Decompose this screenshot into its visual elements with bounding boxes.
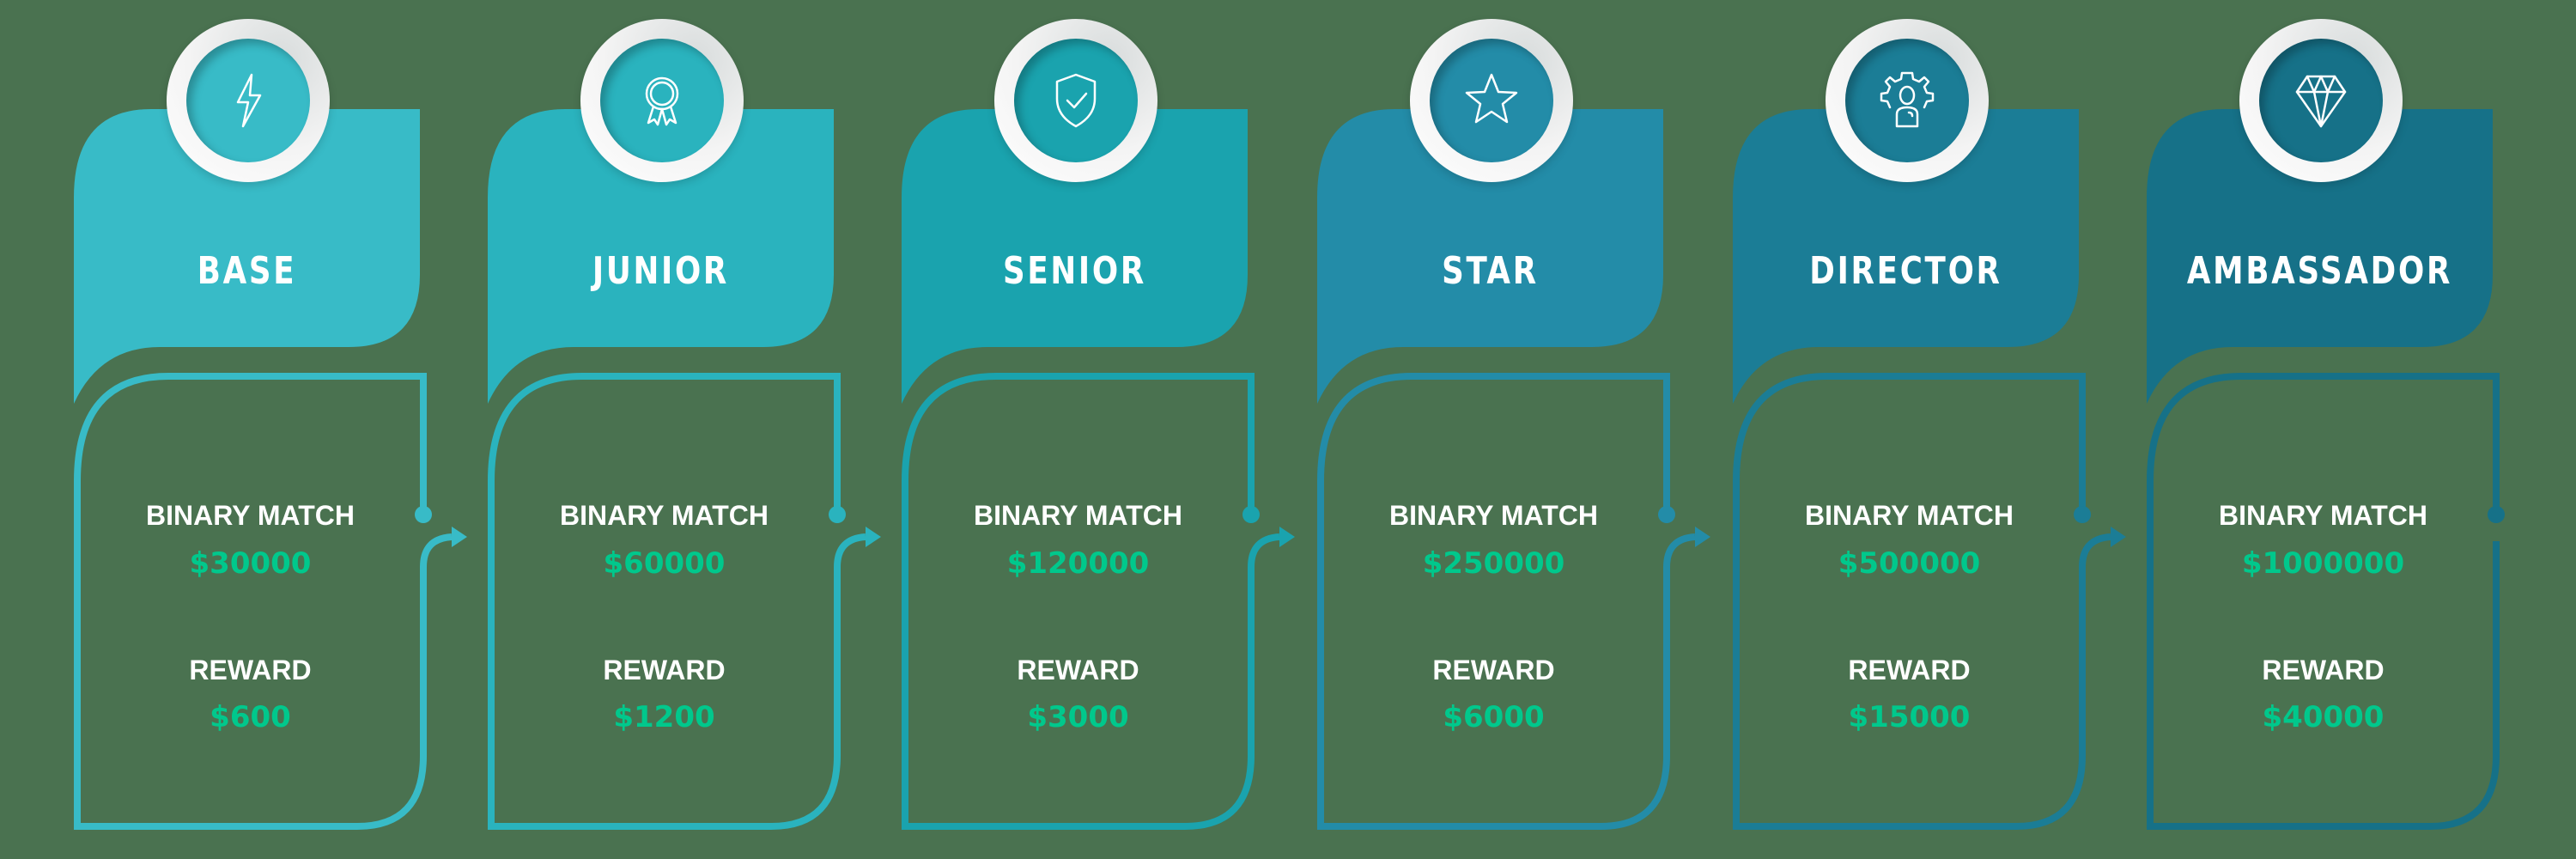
reward-label: REWARD <box>2262 655 2385 685</box>
lightning-bolt-icon <box>236 73 262 128</box>
binary-match-label: BINARY MATCH <box>560 500 769 531</box>
reward-label: REWARD <box>189 655 312 685</box>
tier-title: BASE <box>197 249 297 293</box>
tier-card-shape <box>74 109 467 830</box>
binary-match-label: BINARY MATCH <box>1389 500 1598 531</box>
tier-card-shape <box>2147 109 2505 830</box>
tier-icon-ring <box>1410 19 1573 182</box>
tier-card-base: BASE BINARY MATCH $30000 REWARD $600 <box>74 0 489 859</box>
tier-card-shape <box>1317 109 1710 830</box>
binary-match-value: $250000 <box>1422 546 1565 581</box>
tier-title: STAR <box>1442 249 1539 293</box>
tier-icon-ring <box>2239 19 2403 182</box>
reward-label: REWARD <box>603 655 726 685</box>
tier-icon-well <box>186 39 310 162</box>
reward-value: $15000 <box>1848 700 1971 734</box>
reward-label: REWARD <box>1432 655 1555 685</box>
binary-match-value: $60000 <box>603 546 726 581</box>
tier-icon-well <box>2259 39 2383 162</box>
tier-card-senior: SENIOR BINARY MATCH $120000 REWARD $3000 <box>902 0 1316 859</box>
reward-label: REWARD <box>1848 655 1971 685</box>
tier-icon-well <box>1845 39 1969 162</box>
tier-title: DIRECTOR <box>1809 249 2002 293</box>
tier-card-ambassador: AMBASSADOR BINARY MATCH $1000000 REWARD … <box>2147 0 2561 859</box>
tier-card-shape <box>488 109 881 830</box>
tier-icon-ring <box>1826 19 1989 182</box>
reward-value: $600 <box>210 700 291 734</box>
gear-user-icon <box>1880 71 1935 128</box>
tier-icon-ring <box>580 19 744 182</box>
tier-icon-well <box>1014 39 1138 162</box>
award-ribbon-icon <box>645 76 679 126</box>
reward-value: $40000 <box>2262 700 2385 734</box>
tier-title: AMBASSADOR <box>2186 249 2453 293</box>
tier-title: JUNIOR <box>592 249 730 293</box>
binary-match-label: BINARY MATCH <box>146 500 355 531</box>
reward-value: $1200 <box>613 700 715 734</box>
tier-icon-ring <box>167 19 330 182</box>
tier-card-director: DIRECTOR BINARY MATCH $500000 REWARD $15… <box>1733 0 2148 859</box>
binary-match-label: BINARY MATCH <box>2219 500 2427 531</box>
shield-check-icon <box>1055 73 1097 128</box>
tier-card-junior: JUNIOR BINARY MATCH $60000 REWARD $1200 <box>488 0 902 859</box>
tier-card-shape <box>902 109 1295 830</box>
reward-value: $3000 <box>1027 700 1129 734</box>
diamond-icon <box>2295 75 2347 128</box>
tier-card-star: STAR BINARY MATCH $250000 REWARD $6000 <box>1317 0 1732 859</box>
tier-icon-ring <box>994 19 1157 182</box>
tier-icon-well <box>1430 39 1553 162</box>
tier-card-shape <box>1733 109 2126 830</box>
reward-value: $6000 <box>1443 700 1545 734</box>
tier-title: SENIOR <box>1002 249 1146 293</box>
binary-match-value: $30000 <box>189 546 312 581</box>
binary-match-value: $1000000 <box>2241 546 2405 581</box>
star-icon <box>1465 73 1518 124</box>
tier-icon-well <box>600 39 724 162</box>
binary-match-value: $500000 <box>1838 546 1981 581</box>
binary-match-label: BINARY MATCH <box>974 500 1182 531</box>
binary-match-label: BINARY MATCH <box>1805 500 2014 531</box>
binary-match-value: $120000 <box>1006 546 1150 581</box>
reward-label: REWARD <box>1017 655 1139 685</box>
